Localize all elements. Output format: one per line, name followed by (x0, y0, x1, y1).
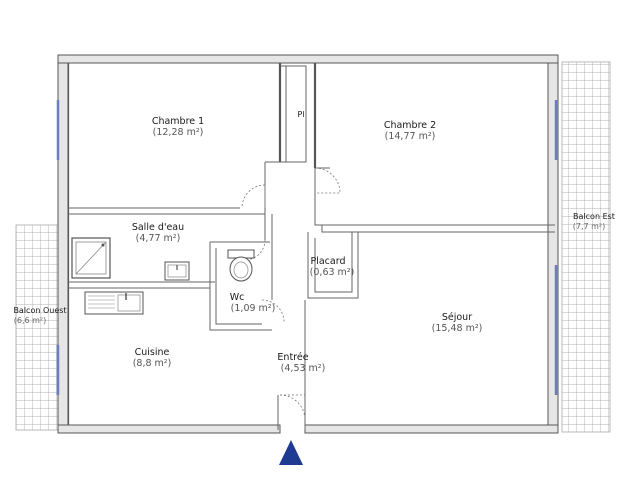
room-area-balcon-est: (7,7 m²) (573, 222, 606, 231)
interior-walls (68, 65, 555, 430)
room-area-chambre2: (14,77 m²) (385, 131, 436, 142)
room-name-sejour: Séjour (442, 312, 472, 323)
toilet-icon (227, 249, 255, 282)
kitchen-sink-icon (84, 291, 144, 315)
room-name-chambre1: Chambre 1 (152, 116, 204, 127)
room-name-placard: Placard (310, 256, 345, 267)
windows (56, 100, 558, 395)
balcony-east (561, 61, 611, 433)
room-area-chambre1: (12,28 m²) (153, 127, 204, 138)
balcony-west (15, 224, 59, 431)
room-name-wc: Wc (230, 292, 245, 303)
room-area-cuisine: (8,8 m²) (133, 358, 172, 369)
room-labels: Chambre 1 (12,28 m²) Pl Chambre 2 (14,77… (13, 110, 615, 374)
room-area-wc: (1,09 m²) (231, 303, 276, 314)
entry-arrow-icon (279, 440, 303, 465)
room-area-placard: (0,63 m²) (310, 267, 355, 278)
room-area-balcon-ouest: (6,6 m²) (14, 316, 47, 325)
room-name-cuisine: Cuisine (135, 347, 170, 358)
room-name-balcon-ouest: Balcon Ouest (13, 306, 66, 315)
sink-icon (164, 261, 190, 281)
fixtures (71, 237, 255, 315)
room-area-salle-eau: (4,77 m²) (136, 233, 181, 244)
room-area-entree: (4,53 m²) (281, 363, 326, 374)
room-name-salle-eau: Salle d'eau (132, 222, 184, 233)
door-swings (241, 167, 341, 421)
room-area-sejour: (15,48 m²) (432, 323, 483, 334)
room-name-chambre2: Chambre 2 (384, 120, 436, 131)
room-name-entree: Entrée (277, 352, 308, 363)
room-name-pl: Pl (297, 110, 304, 119)
room-name-balcon-est: Balcon Est (573, 212, 615, 221)
